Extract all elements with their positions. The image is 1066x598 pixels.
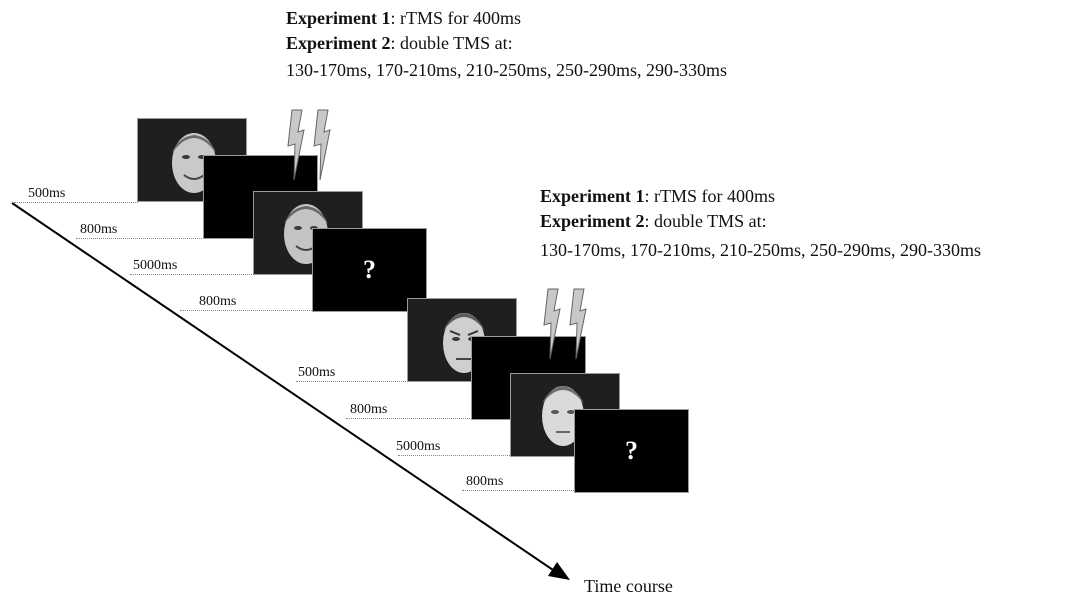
- top-exp2-text: : double TMS at:: [390, 33, 513, 53]
- time-course-label: Time course: [584, 576, 673, 596]
- top-exp2-label: Experiment 2: [286, 33, 391, 53]
- lightning-bolt-icon: [569, 288, 587, 360]
- right-exp1-text: : rTMS for 400ms: [644, 186, 775, 206]
- time-line-6: [346, 418, 474, 419]
- lightning-bolt-icon-pair-2: [543, 288, 587, 360]
- lightning-bolt-icon: [287, 109, 305, 181]
- lightning-bolt-icon: [313, 109, 331, 181]
- top-annotation: Experiment 1: rTMS for 400ms Experiment …: [286, 6, 727, 83]
- time-line-4: [180, 310, 314, 311]
- t1-face-duration: 500ms: [28, 186, 66, 201]
- time-line-8: [462, 490, 574, 491]
- time-line-5: [296, 381, 408, 382]
- top-windows: 130-170ms, 170-210ms, 210-250ms, 250-290…: [286, 60, 727, 80]
- t1-question-duration: 800ms: [199, 294, 237, 309]
- right-windows: 130-170ms, 170-210ms, 210-250ms, 250-290…: [540, 240, 981, 260]
- time-line-2: [76, 238, 204, 239]
- neutral-face-image: [542, 386, 584, 446]
- lightning-bolt-icon: [543, 288, 561, 360]
- t2-face-duration: 500ms: [298, 365, 336, 380]
- t1-probe-duration: 5000ms: [133, 258, 178, 273]
- t2-question-duration: 800ms: [466, 474, 504, 489]
- time-line-3: [130, 274, 254, 275]
- time-line-1: [14, 202, 138, 203]
- top-exp1-text: : rTMS for 400ms: [390, 8, 521, 28]
- t2-question-mark: ?: [625, 436, 638, 465]
- t1-question-mark: ?: [363, 255, 376, 284]
- t2-blank-duration: 800ms: [350, 402, 388, 417]
- right-exp2-text: : double TMS at:: [644, 211, 767, 231]
- t2-question-frame: ?: [574, 409, 689, 493]
- t1-blank-duration: 800ms: [80, 222, 118, 237]
- right-annotation: Experiment 1: rTMS for 400ms Experiment …: [540, 184, 981, 263]
- right-exp1-label: Experiment 1: [540, 186, 645, 206]
- t2-probe-duration: 5000ms: [396, 439, 441, 454]
- time-line-7: [398, 455, 510, 456]
- lightning-bolt-icon-pair-1: [287, 109, 331, 181]
- top-exp1-label: Experiment 1: [286, 8, 391, 28]
- right-exp2-label: Experiment 2: [540, 211, 645, 231]
